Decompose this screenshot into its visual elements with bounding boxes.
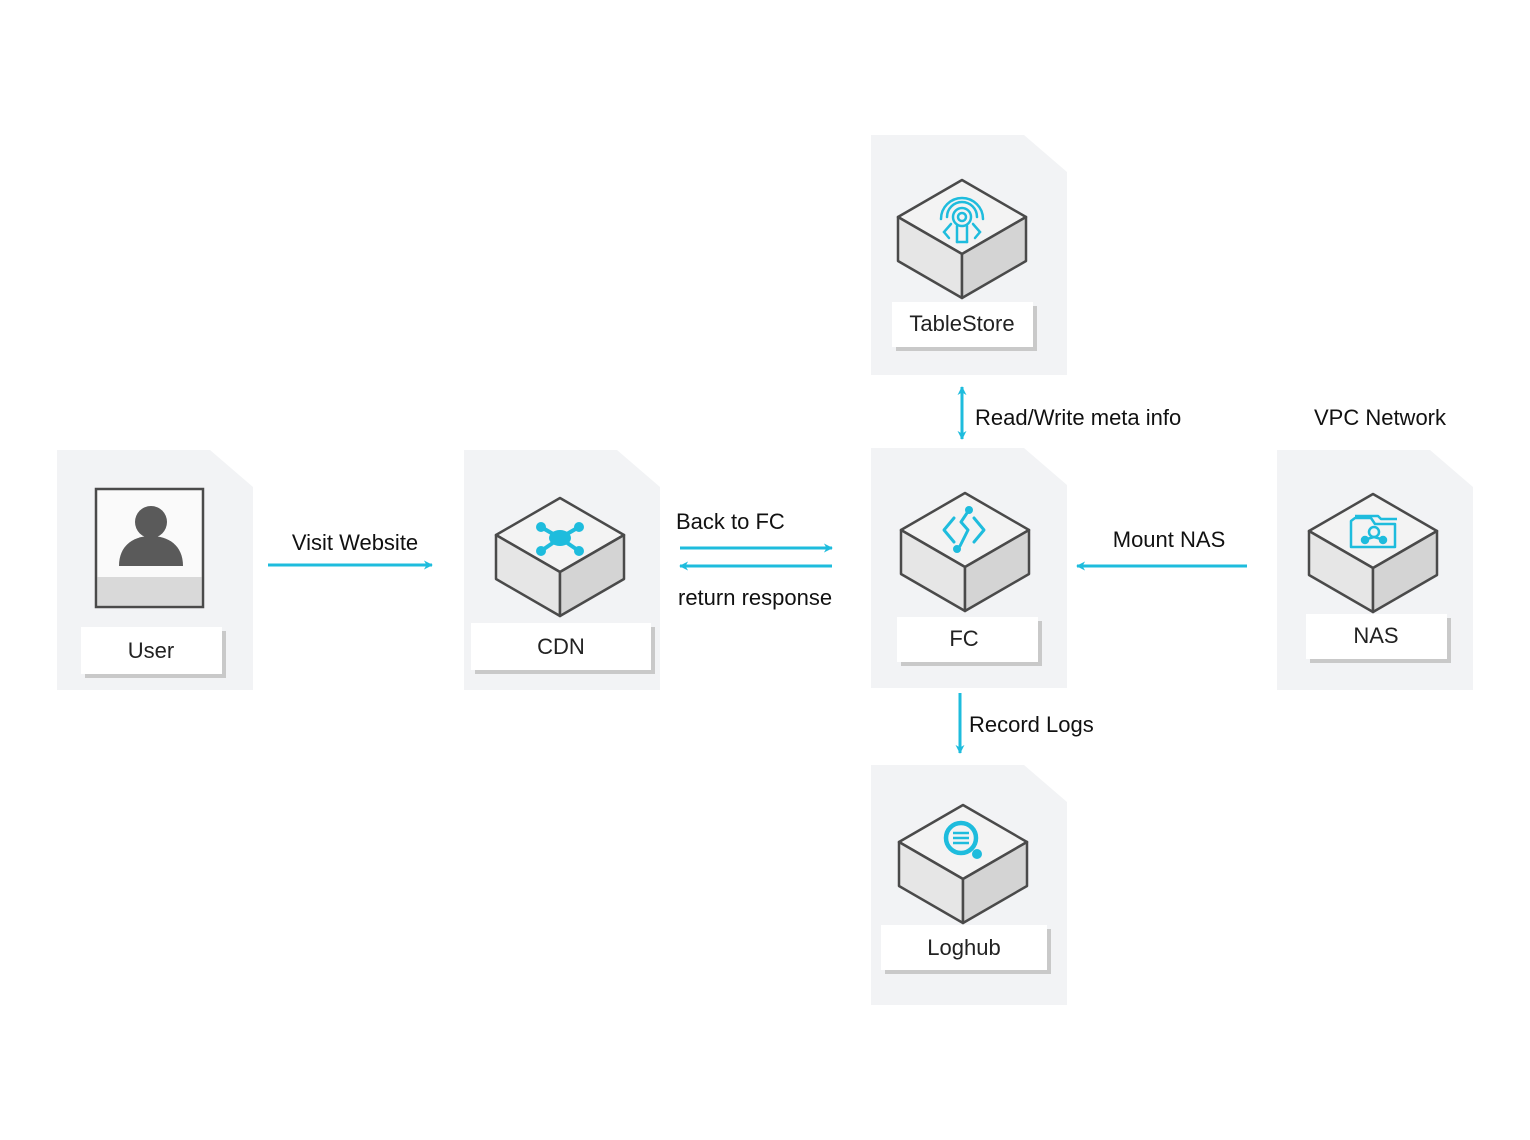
edge-record-logs: Record Logs xyxy=(955,693,1094,754)
user-label: User xyxy=(128,638,174,663)
fc-label: FC xyxy=(949,626,978,651)
cdn-label-box: CDN xyxy=(471,623,655,674)
edge-read-write: Read/Write meta info xyxy=(957,386,1181,440)
tablestore-label: TableStore xyxy=(909,311,1014,336)
cdn-label: CDN xyxy=(537,634,585,659)
node-fc[interactable]: FC xyxy=(871,448,1067,688)
nas-label: NAS xyxy=(1353,623,1398,648)
record-logs-label: Record Logs xyxy=(969,712,1094,737)
loghub-label-box: Loghub xyxy=(881,925,1051,974)
edge-visit-website: Visit Website xyxy=(268,530,433,570)
edge-return-response: return response xyxy=(678,561,832,610)
nas-label-box: NAS xyxy=(1306,614,1451,663)
user-avatar-icon xyxy=(94,487,205,609)
read-write-label: Read/Write meta info xyxy=(975,405,1181,430)
node-user[interactable]: User xyxy=(57,450,253,690)
node-tablestore[interactable]: TableStore xyxy=(871,135,1067,375)
loghub-search-icon xyxy=(943,820,982,859)
vpc-network-label: VPC Network xyxy=(1314,405,1447,430)
visit-website-label: Visit Website xyxy=(292,530,418,555)
edge-back-to-fc: Back to FC xyxy=(676,509,833,553)
node-nas[interactable]: NAS xyxy=(1277,450,1473,690)
fc-label-box: FC xyxy=(897,617,1042,666)
back-to-fc-label: Back to FC xyxy=(676,509,785,534)
node-loghub[interactable]: Loghub xyxy=(871,765,1067,1005)
node-cdn[interactable]: CDN xyxy=(464,450,660,690)
cdn-network-icon xyxy=(536,522,584,556)
nas-folder-icon xyxy=(1349,514,1397,549)
tablestore-icon xyxy=(939,196,985,244)
user-label-box: User xyxy=(81,627,226,678)
tablestore-label-box: TableStore xyxy=(892,302,1037,351)
return-response-label: return response xyxy=(678,585,832,610)
mount-nas-label: Mount NAS xyxy=(1113,527,1226,552)
loghub-label: Loghub xyxy=(927,935,1000,960)
edge-mount-nas: Mount NAS xyxy=(1076,527,1247,571)
function-compute-icon xyxy=(942,506,986,553)
